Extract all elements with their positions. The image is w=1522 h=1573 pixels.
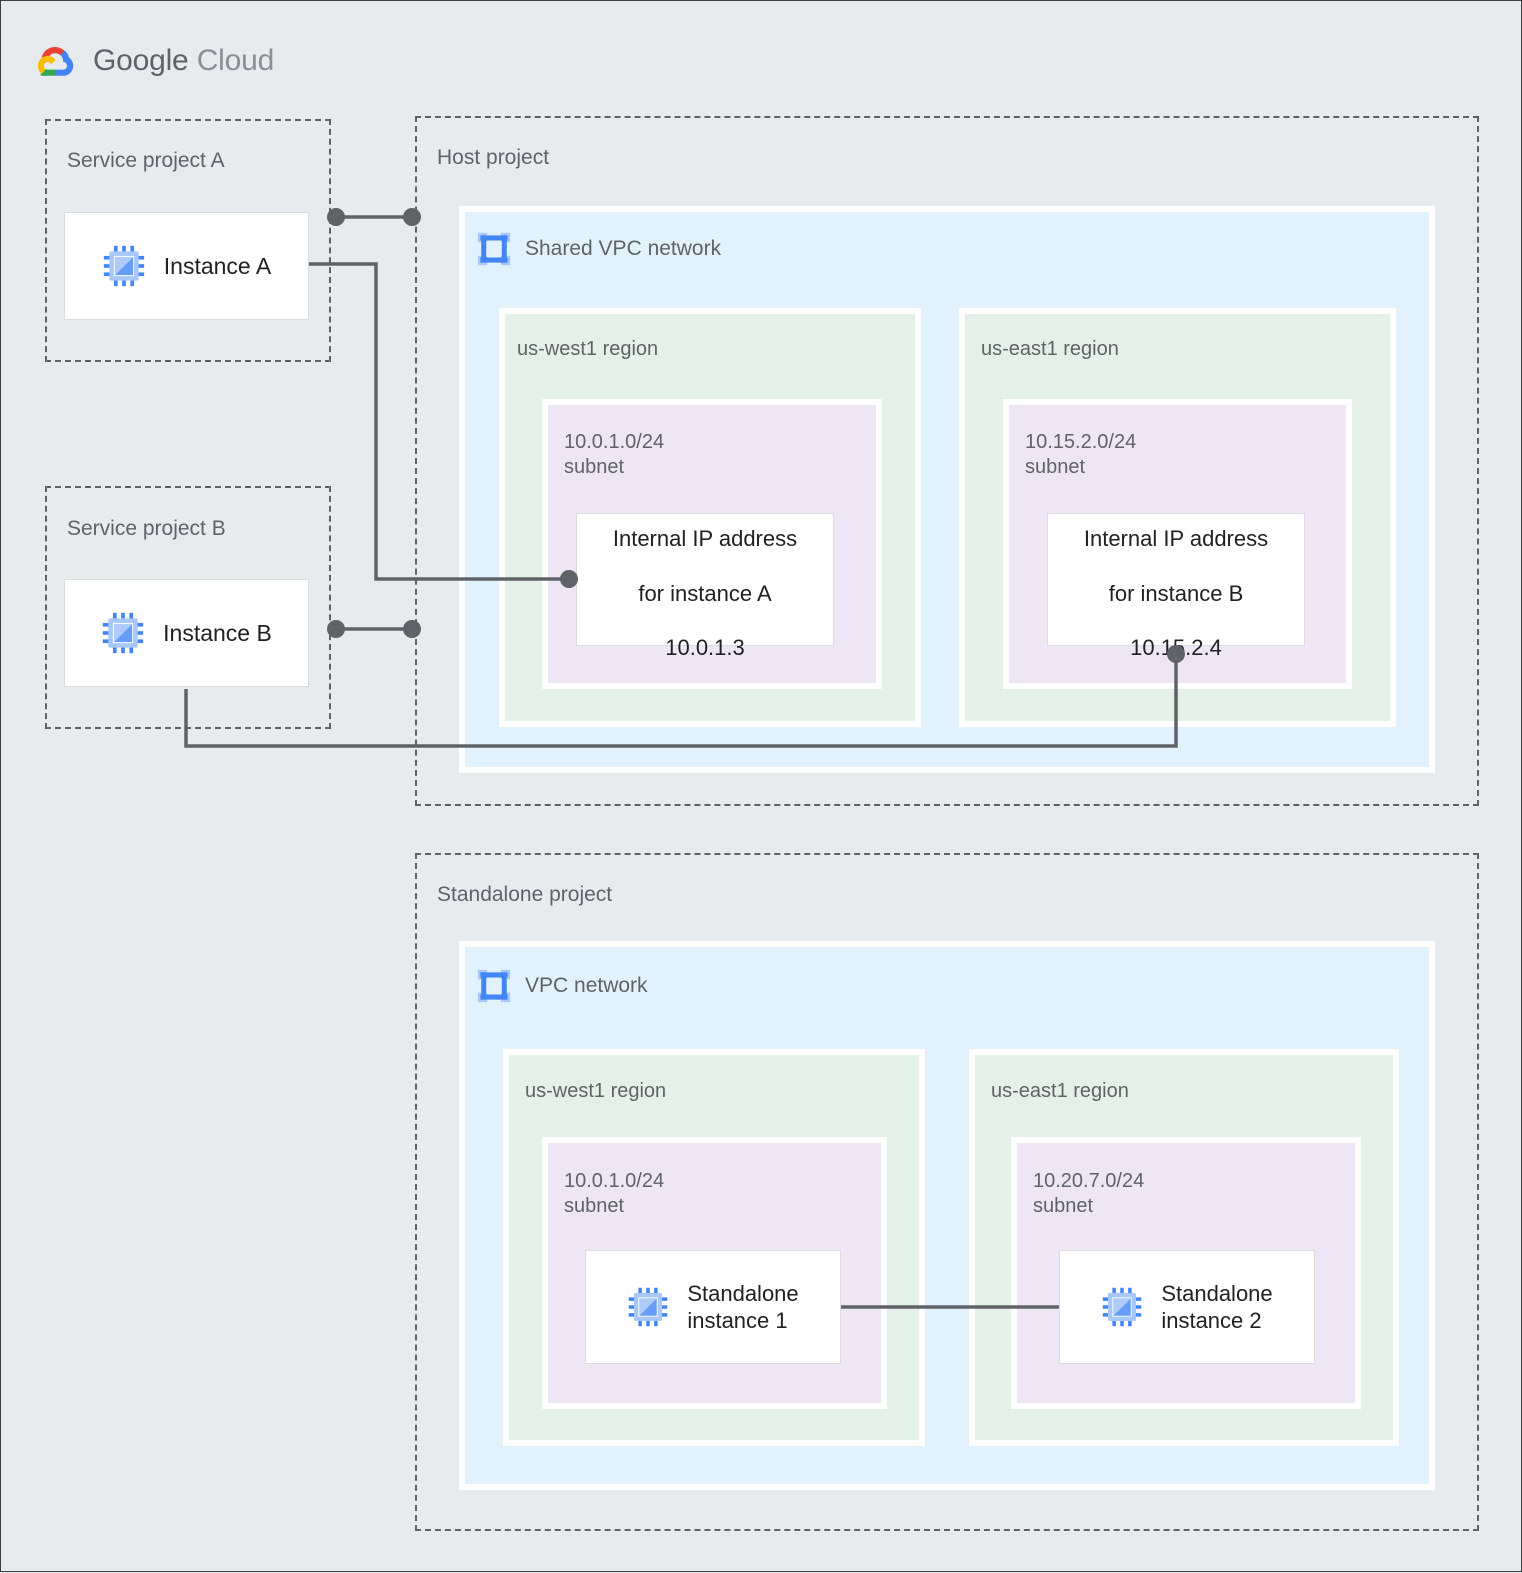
standalone-instance-1-label: Standalone instance 1 bbox=[687, 1280, 799, 1333]
vpc-network-icon bbox=[477, 232, 511, 266]
internal-ip-instance-b-text: Internal IP address for instance B 10.15… bbox=[1084, 498, 1268, 662]
host-region-us-east1-label: us-east1 region bbox=[981, 338, 1119, 360]
host-region-us-west1-label: us-west1 region bbox=[517, 338, 659, 360]
host-project-label: Host project bbox=[437, 146, 550, 169]
shared-vpc-network-label: Shared VPC network bbox=[525, 237, 722, 260]
standalone-instance-2-card[interactable]: Standalone instance 2 bbox=[1059, 1250, 1315, 1364]
instance-a-label: Instance A bbox=[163, 252, 272, 279]
service-project-a-label: Service project A bbox=[67, 149, 225, 172]
brand-name-google: Google bbox=[93, 44, 189, 77]
internal-ip-b-line2: for instance B bbox=[1108, 580, 1244, 606]
service-project-b-label: Service project B bbox=[67, 517, 226, 540]
vm-instance-icon bbox=[103, 245, 144, 287]
standalone-region-us-west1-label: us-west1 region bbox=[525, 1080, 667, 1102]
standalone-vpc-network-header: VPC network bbox=[477, 969, 648, 1003]
host-subnet-west-label: 10.0.1.0/24 subnet bbox=[564, 431, 665, 478]
internal-ip-instance-b-card[interactable]: Internal IP address for instance B 10.15… bbox=[1047, 513, 1305, 660]
vm-instance-icon bbox=[629, 1287, 668, 1327]
vm-instance-icon bbox=[1103, 1287, 1142, 1327]
instance-b-label: Instance B bbox=[163, 619, 272, 646]
internal-ip-b-line3: 10.15.2.4 bbox=[1130, 635, 1222, 661]
internal-ip-b-line1: Internal IP address bbox=[1083, 525, 1269, 551]
google-cloud-brand: Google Cloud bbox=[35, 39, 274, 83]
brand-name-cloud: Cloud bbox=[196, 44, 275, 77]
standalone-subnet-west-label: 10.0.1.0/24 subnet bbox=[564, 1170, 665, 1217]
google-cloud-logo-icon bbox=[37, 47, 74, 76]
internal-ip-a-line3: 10.0.1.3 bbox=[665, 635, 745, 661]
internal-ip-a-line1: Internal IP address bbox=[612, 525, 798, 551]
brand-name: Google Cloud bbox=[93, 44, 274, 78]
internal-ip-instance-a-text: Internal IP address for instance A 10.0.… bbox=[613, 498, 797, 662]
standalone-project-label: Standalone project bbox=[437, 883, 613, 906]
standalone-subnet-east-label: 10.20.7.0/24 subnet bbox=[1033, 1170, 1145, 1217]
standalone-vpc-network-label: VPC network bbox=[525, 974, 648, 997]
internal-ip-instance-a-card[interactable]: Internal IP address for instance A 10.0.… bbox=[576, 513, 834, 660]
host-subnet-east-label: 10.15.2.0/24 subnet bbox=[1025, 431, 1137, 478]
instance-a-card[interactable]: Instance A bbox=[64, 212, 309, 320]
standalone-project-container bbox=[415, 853, 1479, 1531]
internal-ip-a-line2: for instance A bbox=[638, 580, 772, 606]
standalone-region-us-east1-label: us-east1 region bbox=[991, 1080, 1129, 1102]
vm-instance-icon bbox=[102, 612, 144, 654]
service-project-a-container bbox=[45, 119, 331, 362]
standalone-instance-1-card[interactable]: Standalone instance 1 bbox=[585, 1250, 841, 1364]
shared-vpc-network-header: Shared VPC network bbox=[477, 232, 721, 266]
vpc-network-icon bbox=[477, 969, 511, 1003]
instance-b-card[interactable]: Instance B bbox=[64, 579, 309, 687]
standalone-instance-2-label: Standalone instance 2 bbox=[1161, 1280, 1273, 1333]
